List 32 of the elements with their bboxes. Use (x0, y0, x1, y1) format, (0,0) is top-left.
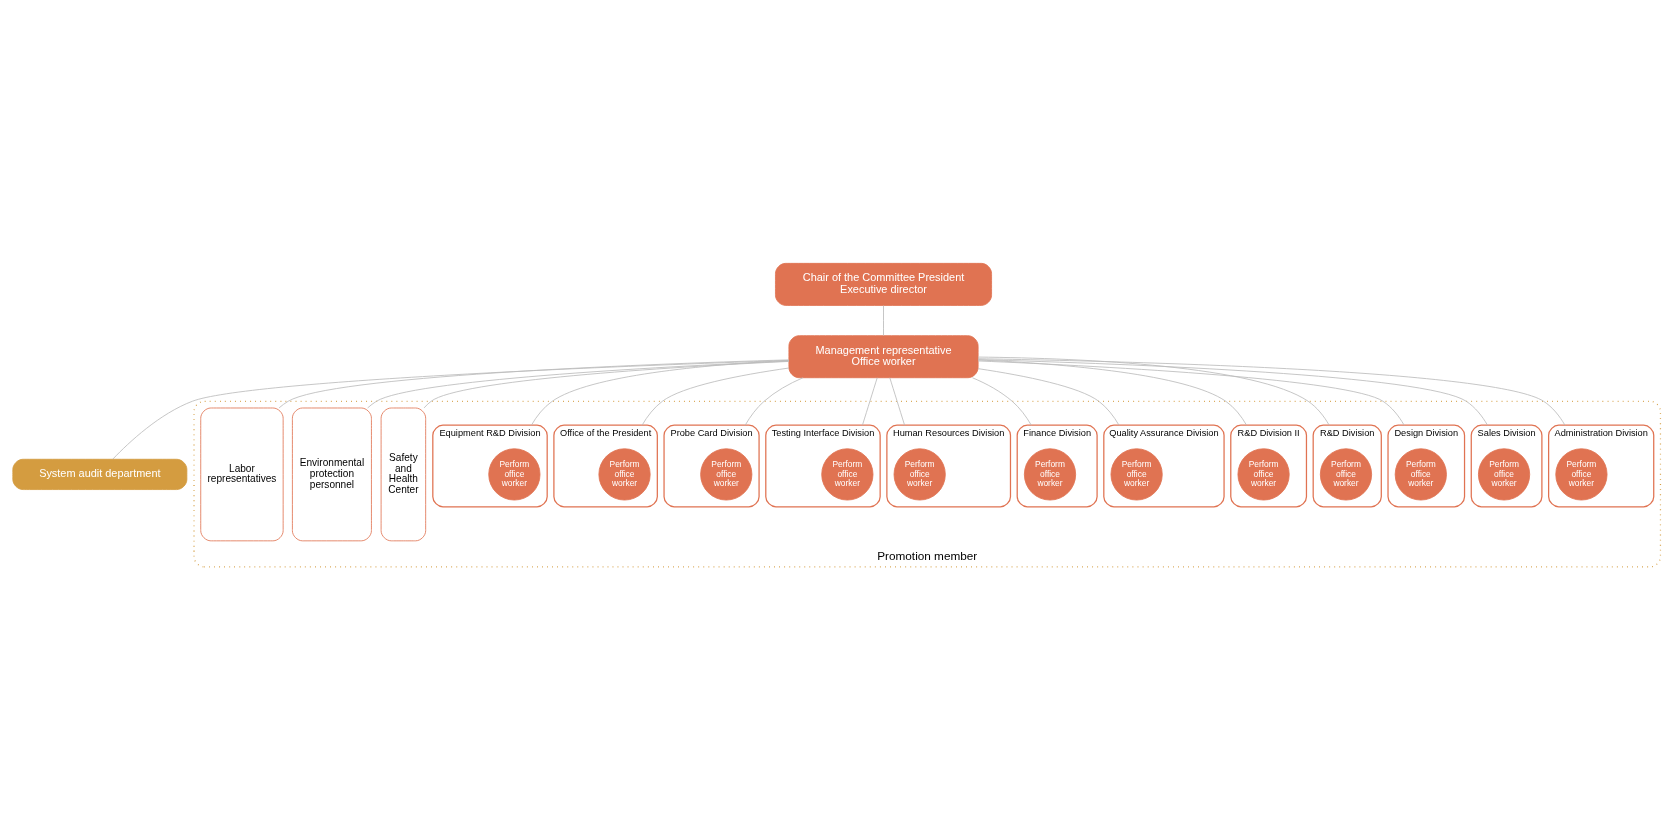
node-circle: Perform office worker (821, 448, 874, 501)
node-circle: Perform office worker (1319, 448, 1373, 501)
node-box: Chair of the Committee President Executive director (775, 262, 992, 306)
node-circle: Perform office worker (1555, 448, 1608, 501)
connector (112, 360, 790, 460)
node-circle: Perform office worker (1478, 448, 1531, 501)
node-box: Environmental protection personnel (291, 407, 372, 542)
node-circle: Perform office worker (488, 448, 541, 501)
connector (883, 305, 884, 336)
node-circle: Perform office worker (1023, 448, 1077, 501)
connector (971, 377, 1032, 426)
node-box: Safety and Health Center (380, 407, 427, 542)
node-circle: Perform office worker (1237, 448, 1290, 501)
node-box: System audit department (12, 458, 188, 490)
connector (367, 360, 790, 409)
node-circle: Perform office worker (1110, 448, 1163, 501)
connector (978, 359, 1247, 426)
connector (531, 360, 790, 426)
connector (641, 367, 790, 426)
connector (889, 377, 905, 426)
connector (278, 359, 790, 409)
node-circle: Perform office worker (598, 448, 651, 501)
node-box: Labor representatives (200, 407, 284, 542)
connector (977, 368, 1120, 426)
node-circle: Perform office worker (893, 448, 946, 501)
node-box: Management representative Office worker (788, 335, 979, 379)
node-circle: Perform office worker (700, 448, 753, 501)
connector (862, 377, 878, 426)
connector (977, 356, 1330, 426)
connector (977, 360, 1405, 426)
connector (744, 377, 804, 426)
node-circle: Perform office worker (1394, 448, 1447, 501)
